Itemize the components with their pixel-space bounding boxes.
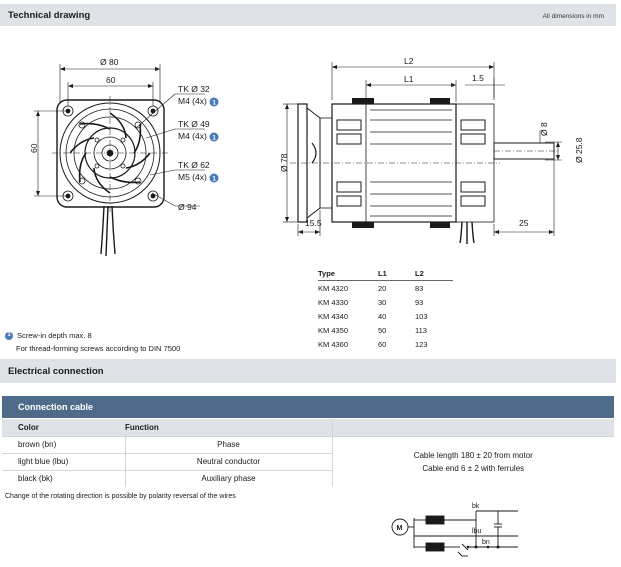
connection-cable-title: Connection cable: [2, 396, 614, 418]
l2-header: L2: [415, 268, 453, 281]
color-cell: brown (bn): [2, 435, 125, 453]
rotation-note: Change of the rotating direction is poss…: [5, 493, 236, 500]
type-cell: KM 4330: [318, 297, 349, 307]
table-row: KM 4340 40 103: [318, 309, 453, 323]
dim-diameter-94: Ø 94: [178, 202, 197, 212]
l2-cell: 103: [415, 311, 428, 321]
info-marker-icon: 1: [209, 97, 219, 107]
dim-tk49: TK Ø 49: [178, 119, 210, 129]
dim-diameter-25-8: Ø 25.8: [574, 137, 584, 163]
function-header: Function: [125, 419, 332, 436]
dim-15-5: 15.5: [305, 218, 322, 228]
footnotes: 1 Screw-in depth max. 8 For thread-formi…: [5, 329, 180, 355]
table-row: black (bk) Auxiliary phase: [2, 469, 614, 487]
l1-cell: 20: [378, 283, 387, 293]
dim-m4-a: M4 (4x): [178, 96, 207, 106]
technical-drawing: Ø 80 60 60 TK Ø 32 M4 (4x) TK Ø 49 M4 (4…: [29, 56, 584, 257]
dimensions-note: All dimensions in mm: [542, 13, 604, 20]
l2-cell: 113: [415, 325, 427, 335]
dim-l1: L1: [404, 74, 414, 84]
dim-1-5: 1.5: [472, 73, 484, 83]
side-view: [290, 98, 560, 244]
function-cell: Auxiliary phase: [124, 469, 332, 487]
l1-cell: 40: [378, 311, 387, 321]
dim-tk32: TK Ø 32: [178, 84, 210, 94]
technical-drawing-title: Technical drawing: [8, 10, 91, 21]
type-cell: KM 4320: [318, 283, 349, 293]
dim-diameter-8: Ø 8: [539, 122, 549, 136]
wire-label-bk: bk: [472, 503, 480, 510]
connection-cable-table: Color Function brown (bn) Phase Cable le…: [2, 419, 614, 487]
screw-in-note: Screw-in depth max. 8: [17, 331, 92, 340]
color-cell: light blue (lbu): [2, 452, 125, 470]
table-row: KM 4330 30 93: [318, 295, 453, 309]
table-row: KM 4360 60 123: [318, 337, 453, 351]
l1-cell: 30: [378, 297, 387, 307]
l2-cell: 93: [415, 297, 424, 307]
dim-25: 25: [519, 218, 529, 228]
l1-cell: 50: [378, 325, 387, 335]
type-cell: KM 4340: [318, 311, 349, 321]
technical-drawing-band: Technical drawing All dimensions in mm: [0, 4, 616, 26]
wire-label-bn: bn: [482, 539, 490, 546]
dim-l2: L2: [404, 56, 414, 66]
function-cell: Phase: [124, 435, 332, 453]
type-cell: KM 4360: [318, 339, 349, 349]
dim-60-side: 60: [29, 143, 39, 153]
electrical-connection-band: Electrical connection: [0, 359, 616, 383]
cable-end: Cable end 6 ± 2 with ferrules: [422, 463, 525, 473]
motor-label: M: [397, 525, 403, 532]
cable-spec-cell: Cable length 180 ± 20 from motor Cable e…: [331, 435, 614, 487]
winding-main: [425, 542, 445, 552]
svg-text:1: 1: [212, 100, 216, 107]
front-view: [52, 96, 170, 257]
type-cell: KM 4350: [318, 325, 349, 335]
l2-cell: 123: [415, 339, 428, 349]
info-icon: 1: [5, 331, 13, 340]
table-row: KM 4350 50 113: [318, 323, 453, 337]
l2-cell: 83: [415, 283, 424, 293]
thread-forming-note: For thread-forming screws according to D…: [16, 344, 181, 353]
svg-text:1: 1: [212, 135, 216, 142]
svg-text:1: 1: [212, 176, 216, 183]
dim-diameter-78: Ø 78: [279, 153, 289, 172]
type-header: Type: [318, 268, 378, 281]
table-row: brown (bn) Phase Cable length 180 ± 20 f…: [2, 435, 614, 487]
winding-auxiliary: [425, 515, 445, 525]
table-row: light blue (lbu) Neutral conductor: [2, 452, 614, 470]
type-table: Type L1 L2 KM 4320 20 83 KM 4330 30 93 K…: [318, 268, 453, 351]
table-row: KM 4320 20 83: [318, 281, 453, 296]
dim-m5: M5 (4x): [178, 172, 207, 182]
dim-m4-b: M4 (4x): [178, 131, 207, 141]
dim-tk62: TK Ø 62: [178, 160, 210, 170]
info-marker-icon: 1: [209, 132, 219, 142]
cable-length: Cable length 180 ± 20 from motor: [413, 450, 533, 460]
l1-cell: 60: [378, 339, 387, 349]
wire-label-lbu: lbu: [472, 528, 481, 535]
function-cell: Neutral conductor: [124, 452, 332, 470]
color-cell: black (bk): [2, 469, 125, 487]
info-marker-icon: 1: [209, 173, 219, 183]
electrical-connection-title: Electrical connection: [8, 366, 104, 377]
dim-diameter-80: Ø 80: [100, 57, 119, 67]
color-header: Color: [2, 419, 125, 436]
dim-60-top: 60: [106, 75, 116, 85]
wiring-diagram: M bk lbu bn: [391, 503, 518, 557]
l1-header: L1: [378, 268, 415, 281]
